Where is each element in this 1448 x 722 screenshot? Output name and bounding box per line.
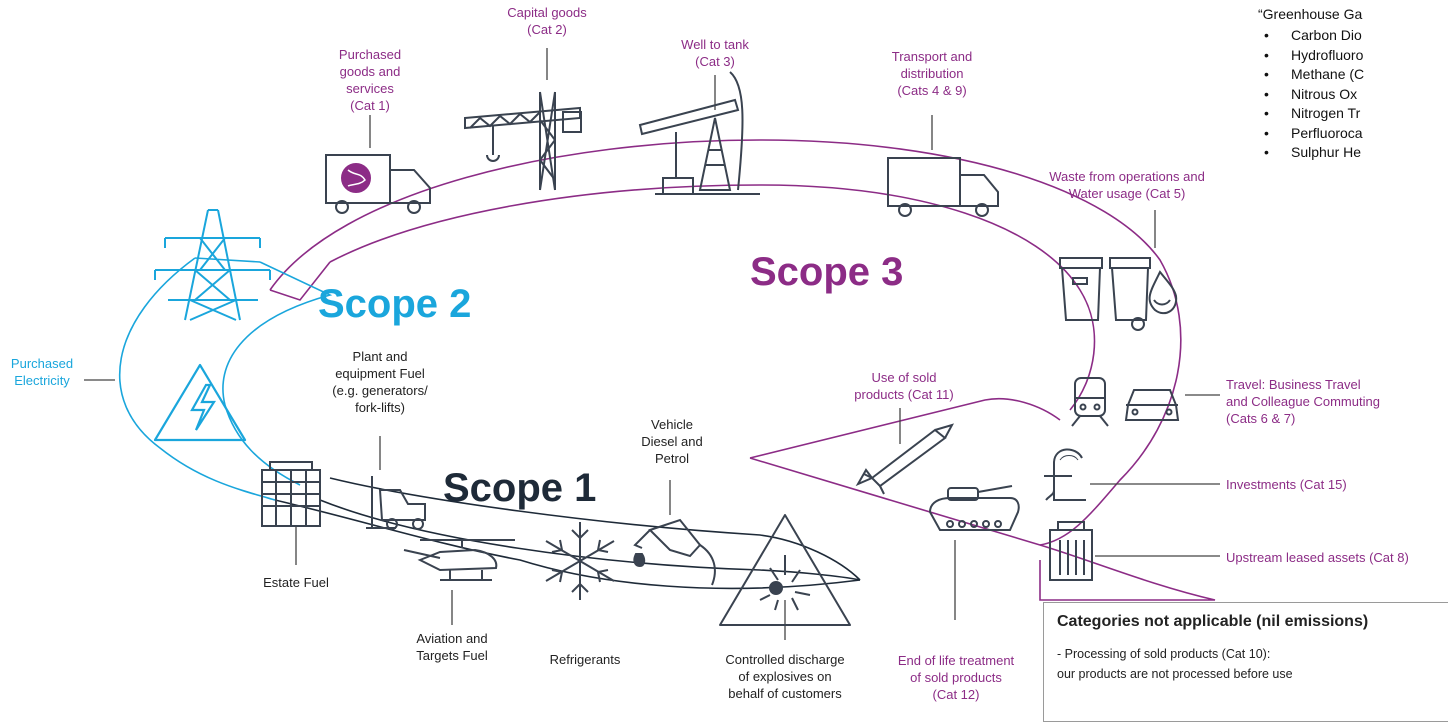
label-transport: Transport and distribution (Cats 4 & 9)	[891, 49, 973, 98]
fuel-nozzle-icon	[633, 518, 716, 586]
label-investments: Investments (Cat 15)	[1226, 477, 1347, 492]
scope2-title: Scope 2	[318, 282, 472, 326]
snowflake-icon	[545, 522, 615, 600]
bins-icon	[1059, 257, 1178, 331]
not-applicable-line: our products are not processed before us…	[1057, 667, 1293, 681]
label-explosives: Controlled discharge of explosives on be…	[725, 652, 845, 701]
label-waste: Waste from operations and Water usage (C…	[1049, 169, 1205, 201]
scope1-title: Scope 1	[443, 466, 597, 510]
ghg-item: Perfluoroca	[1258, 124, 1448, 144]
not-applicable-box: Categories not applicable (nil emissions…	[1043, 602, 1448, 722]
ghg-item: Hydrofluoro	[1258, 46, 1448, 66]
office-building-icon	[261, 461, 321, 527]
crane-icon	[464, 91, 582, 191]
truck-icon	[887, 157, 999, 217]
scope3-ring	[269, 139, 1216, 601]
not-applicable-line: - Processing of sold products (Cat 10):	[1057, 647, 1271, 661]
high-voltage-icon	[153, 363, 247, 442]
missile-icon	[855, 423, 955, 495]
ghg-item: Carbon Dio	[1258, 26, 1448, 46]
greenhouse-gases-list: “Greenhouse Ga Carbon Dio Hydrofluoro Me…	[1258, 6, 1448, 163]
building-icon	[1049, 521, 1093, 581]
label-purchased-goods: Purchased goods and services (Cat 1)	[338, 47, 402, 113]
ghg-item: Methane (C	[1258, 65, 1448, 85]
ghg-title: “Greenhouse Ga	[1258, 6, 1363, 22]
scope3-title: Scope 3	[750, 250, 904, 294]
ghg-item: Nitrogen Tr	[1258, 104, 1448, 124]
not-applicable-title: Categories not applicable (nil emissions…	[1057, 613, 1369, 630]
pylon-icon	[154, 209, 271, 321]
label-vehicle-fuel: Vehicle Diesel and Petrol	[641, 417, 703, 466]
pumpjack-icon	[638, 71, 760, 195]
ghg-item: Sulphur He	[1258, 143, 1448, 163]
label-travel: Travel: Business Travel and Colleague Co…	[1226, 377, 1380, 426]
explosive-warning-icon	[719, 514, 851, 626]
car-icon	[1124, 389, 1180, 421]
ghg-item: Nitrous Ox	[1258, 85, 1448, 105]
label-end-of-life: End of life treatment of sold products (…	[897, 653, 1015, 702]
label-upstream-leased: Upstream leased assets (Cat 8)	[1226, 550, 1409, 565]
label-plant-fuel: Plant and equipment Fuel (e.g. generator…	[332, 349, 428, 415]
label-estate-fuel: Estate Fuel	[263, 575, 329, 590]
forklift-icon	[366, 476, 426, 530]
label-use-of-sold: Use of sold products (Cat 11)	[854, 370, 954, 402]
label-capital-goods: Capital goods (Cat 2)	[507, 5, 587, 37]
connector-lines	[84, 48, 1220, 640]
truck-globe-icon	[325, 154, 431, 214]
pound-icon	[1044, 448, 1086, 501]
label-purchased-electricity: Purchased Electricity	[10, 356, 74, 388]
tank-icon	[928, 485, 1020, 531]
label-refrigerants: Refrigerants	[549, 652, 621, 667]
label-well-to-tank: Well to tank (Cat 3)	[681, 37, 749, 69]
train-icon	[1071, 377, 1109, 427]
helicopter-icon	[403, 539, 515, 581]
label-aviation-fuel: Aviation and Targets Fuel	[416, 631, 488, 663]
